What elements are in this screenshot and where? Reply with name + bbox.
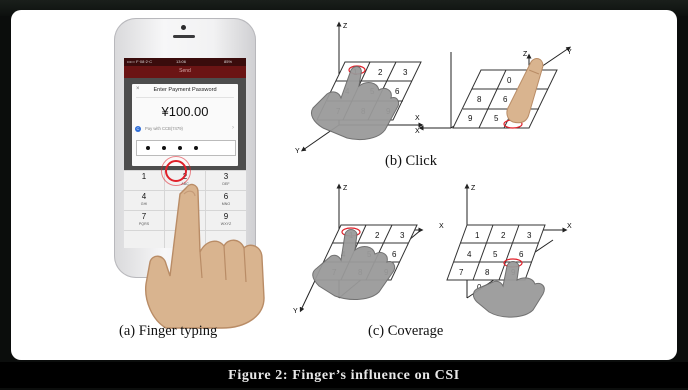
click-right-diagram: X Y Z 0 8 6 9 5 4 bbox=[415, 46, 572, 135]
svg-text:2: 2 bbox=[378, 68, 383, 77]
front-camera bbox=[181, 25, 186, 30]
coverage-right-diagram: Z X 1 2 3 4 5 6 7 8 9 0 bbox=[446, 183, 572, 318]
key-1[interactable]: 1 bbox=[141, 172, 147, 181]
axis-x-label: X bbox=[415, 128, 420, 135]
svg-text:9: 9 bbox=[468, 114, 473, 123]
figure-panel: ••••○ F·08·2·C 13:06 85% Send × Enter Pa… bbox=[11, 10, 677, 360]
svg-text:1: 1 bbox=[475, 231, 480, 240]
keypad-divider bbox=[164, 170, 165, 248]
smartphone: ••••○ F·08·2·C 13:06 85% Send × Enter Pa… bbox=[114, 18, 256, 278]
svg-text:2: 2 bbox=[375, 231, 380, 240]
svg-text:4: 4 bbox=[467, 250, 472, 259]
status-carrier: ••••○ F·08·2·C bbox=[127, 59, 153, 64]
axis-z-label: Z bbox=[343, 185, 348, 192]
axis-x-label: X bbox=[439, 223, 444, 230]
payment-amount: ¥100.00 bbox=[161, 104, 209, 119]
keypad-divider bbox=[205, 170, 206, 248]
finger-diagrams: Z X Y 1 2 3 4 5 6 7 8 9 X Y Z bbox=[293, 21, 572, 318]
svg-text:8: 8 bbox=[477, 95, 482, 104]
svg-text:6: 6 bbox=[503, 95, 508, 104]
coverage-left-diagram: Z X Y 1 2 3 4 5 6 7 8 9 bbox=[293, 183, 444, 315]
axis-y-label: Y bbox=[567, 49, 572, 56]
bank-icon: C bbox=[135, 126, 141, 132]
svg-text:5: 5 bbox=[494, 114, 499, 123]
payment-method-label: Pay with CCB(7479) bbox=[145, 126, 183, 131]
chevron-right-icon: › bbox=[232, 125, 234, 131]
svg-text:6: 6 bbox=[519, 250, 524, 259]
axis-x-label: X bbox=[415, 115, 420, 122]
app-header-title: Send bbox=[179, 68, 191, 74]
caption-c: (c) Coverage bbox=[368, 323, 444, 339]
svg-text:0: 0 bbox=[507, 76, 512, 85]
password-dot bbox=[178, 146, 182, 150]
caption-a: (a) Finger typing bbox=[119, 323, 218, 339]
svg-text:3: 3 bbox=[403, 68, 408, 77]
typing-hand bbox=[145, 183, 265, 329]
password-field[interactable] bbox=[136, 140, 236, 156]
svg-text:7: 7 bbox=[459, 268, 464, 277]
axis-z-label: Z bbox=[471, 185, 476, 192]
svg-text:6: 6 bbox=[392, 250, 397, 259]
axis-y-label: Y bbox=[293, 308, 298, 315]
close-icon[interactable]: × bbox=[136, 86, 140, 92]
axis-z-label: Z bbox=[343, 23, 348, 30]
earpiece-speaker bbox=[173, 35, 195, 38]
app-header: Send bbox=[124, 66, 246, 78]
password-dot bbox=[146, 146, 150, 150]
touch-ring bbox=[165, 160, 187, 182]
divider bbox=[136, 97, 234, 98]
password-dot bbox=[194, 146, 198, 150]
axis-x-label: X bbox=[567, 223, 572, 230]
axis-y-label: Y bbox=[295, 148, 300, 155]
svg-text:3: 3 bbox=[400, 231, 405, 240]
svg-text:8: 8 bbox=[485, 268, 490, 277]
svg-text:5: 5 bbox=[493, 250, 498, 259]
status-bar: ••••○ F·08·2·C 13:06 85% bbox=[124, 58, 246, 66]
caption-b: (b) Click bbox=[385, 153, 437, 169]
payment-method-row[interactable]: C Pay with CCB(7479) › bbox=[135, 125, 235, 135]
status-battery: 85% bbox=[224, 59, 233, 64]
dialog-title: Enter Payment Password bbox=[153, 87, 217, 93]
svg-text:2: 2 bbox=[501, 231, 506, 240]
svg-text:6: 6 bbox=[395, 87, 400, 96]
payment-dialog: × Enter Payment Password ¥100.00 C Pay w… bbox=[132, 84, 238, 166]
password-dot bbox=[162, 146, 166, 150]
axis-z-label: Z bbox=[523, 51, 528, 58]
phone-screen: ••••○ F·08·2·C 13:06 85% Send × Enter Pa… bbox=[124, 58, 246, 248]
status-time: 13:06 bbox=[176, 59, 187, 64]
figure-caption: Figure 2: Finger’s influence on CSI bbox=[0, 362, 688, 388]
touch-ring-outer bbox=[161, 156, 191, 186]
click-left-diagram: Z X Y 1 2 3 4 5 6 7 8 9 bbox=[295, 21, 424, 155]
svg-text:3: 3 bbox=[527, 231, 532, 240]
